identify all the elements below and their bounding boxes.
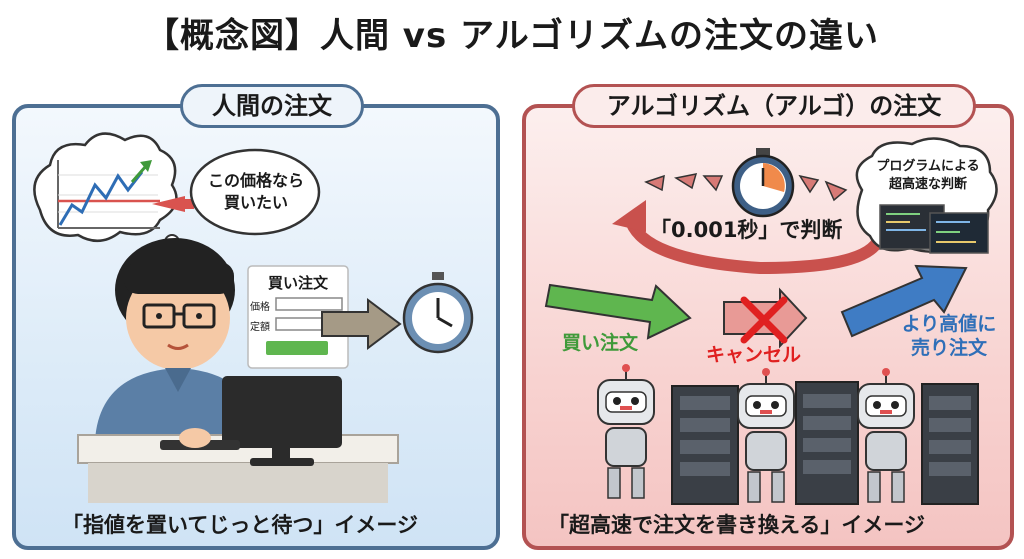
resell-line-2: 売り注文 xyxy=(910,337,987,359)
price-label: 価格 xyxy=(250,302,270,313)
program-line-2: 超高速な判断 xyxy=(888,177,967,192)
page-title: 【概念図】人間 vs アルゴリズムの注文の違い xyxy=(144,16,880,56)
thought-line-1: この価格なら xyxy=(207,171,304,190)
human-caption: 「指値を置いてじっと待つ」イメージ xyxy=(62,513,418,537)
order-submit-button xyxy=(266,341,328,355)
algo-caption: 「超高速で注文を書き換える」イメージ xyxy=(548,513,925,537)
buy-order-arrow xyxy=(544,283,692,340)
cycle-label: 「0.001秒」で判断 xyxy=(650,218,843,242)
algo-order-heading: アルゴリズム（アルゴ）の注文 xyxy=(572,84,976,128)
buy-order-label: 買い注文 xyxy=(562,332,639,354)
resell-order-arrow xyxy=(840,264,968,338)
robot-2 xyxy=(737,368,795,503)
human-trader-illustration xyxy=(95,238,262,440)
program-thought-bubble xyxy=(855,137,998,254)
cancel-cross-icon xyxy=(740,296,788,344)
robot-3 xyxy=(857,368,915,503)
thought-line-2: 買いたい xyxy=(223,193,288,212)
thought-bubble xyxy=(189,148,321,236)
fast-stopwatch-icon xyxy=(731,148,795,218)
human-order-heading: 人間の注文 xyxy=(180,84,364,128)
robot-1 xyxy=(597,364,655,499)
wait-arrow xyxy=(321,298,402,350)
computer-monitor xyxy=(160,376,342,466)
decision-cycle xyxy=(612,173,886,275)
stopwatch-icon xyxy=(402,272,474,354)
amount-label: 定額 xyxy=(250,322,270,333)
resell-line-1: より高値に xyxy=(901,313,997,335)
order-form-title: 買い注文 xyxy=(267,274,328,292)
cancel-label: キャンセル xyxy=(706,344,802,366)
program-line-1: プログラムによる xyxy=(876,159,980,174)
thought-text: この価格なら 買いたい xyxy=(196,170,316,214)
program-bubble-text: プログラムによる 超高速な判断 xyxy=(868,158,988,194)
server-racks xyxy=(671,381,979,505)
resell-label: より高値に 売り注文 xyxy=(894,312,1004,360)
